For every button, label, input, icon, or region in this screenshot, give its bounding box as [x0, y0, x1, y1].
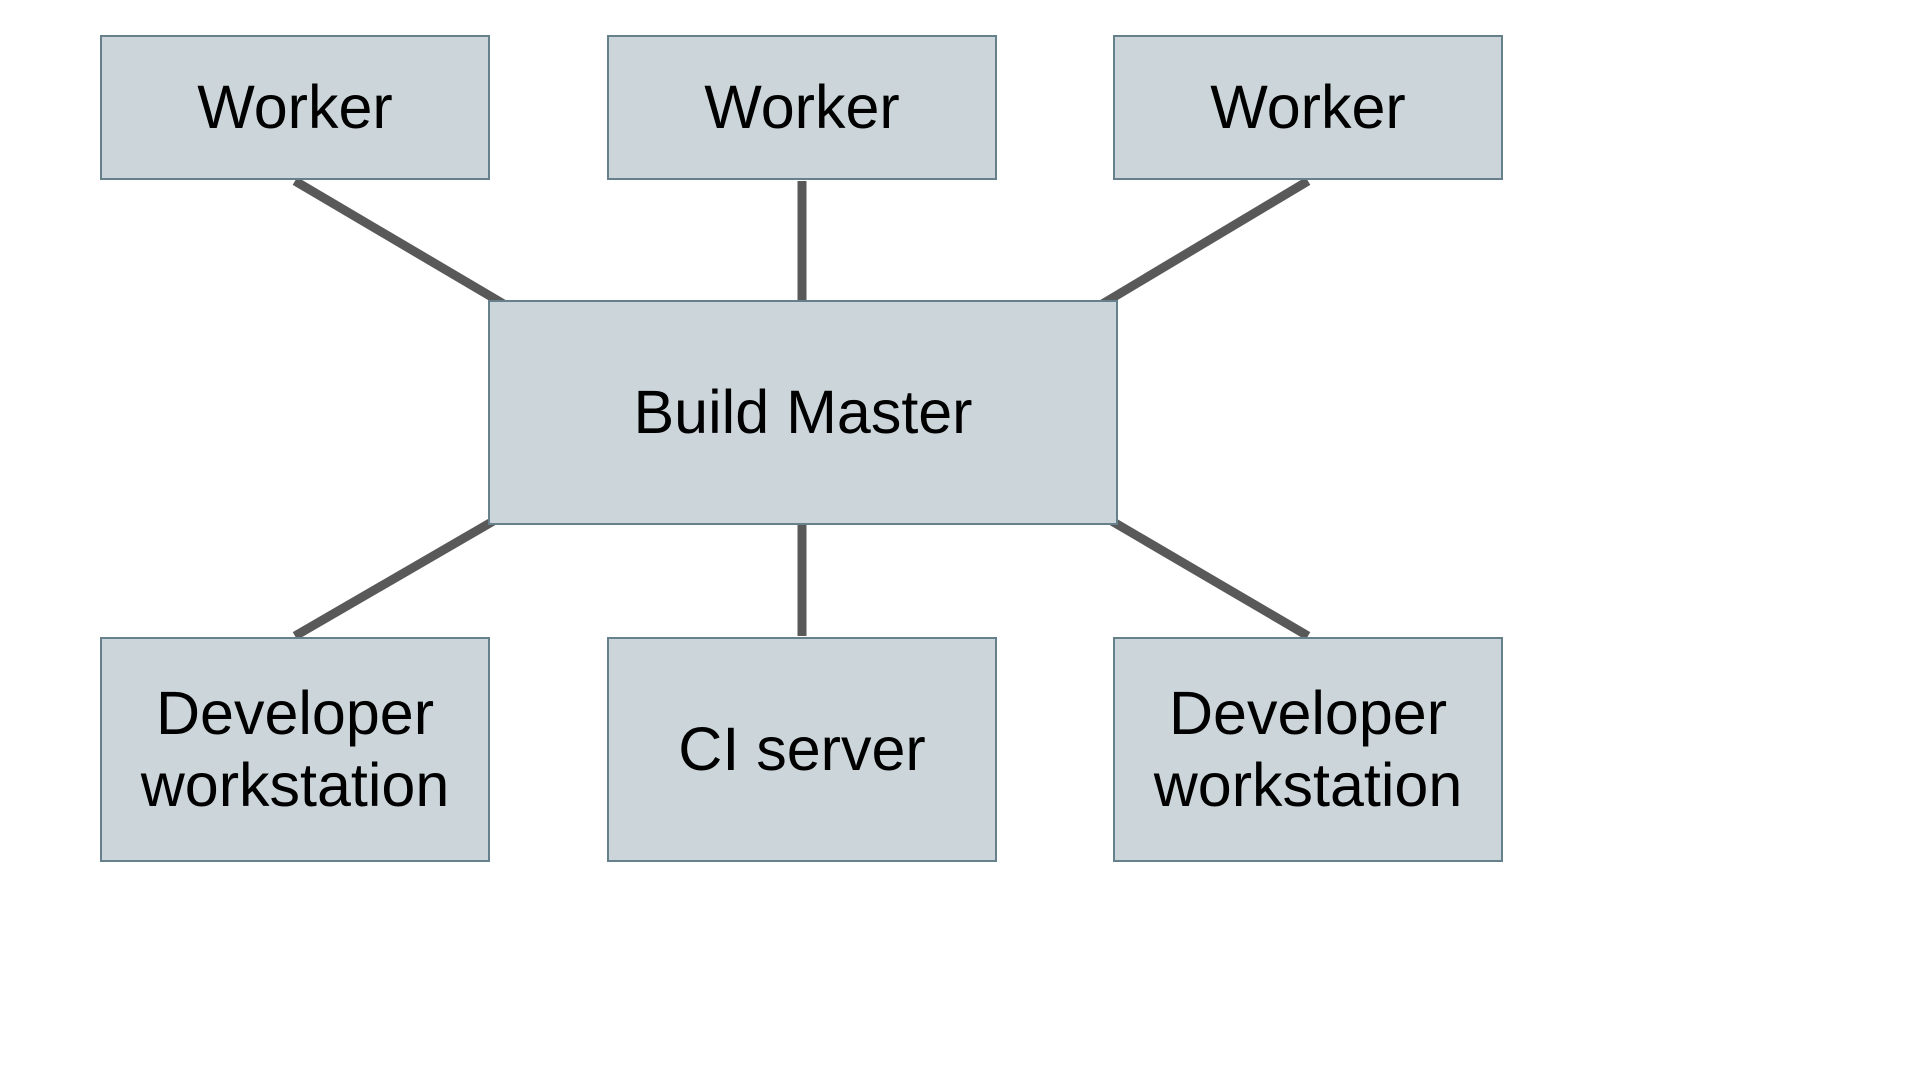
node-build-master[interactable]: Build Master [488, 300, 1118, 525]
node-developer-workstation-2-label: Developer workstation [1153, 678, 1463, 819]
node-worker-3[interactable]: Worker [1113, 35, 1503, 180]
node-developer-workstation-1[interactable]: Developer workstation [100, 637, 490, 862]
node-worker-1[interactable]: Worker [100, 35, 490, 180]
node-build-master-label: Build Master [633, 377, 973, 446]
node-ci-server[interactable]: CI server [607, 637, 997, 862]
node-worker-3-label: Worker [1210, 72, 1406, 141]
node-developer-workstation-2[interactable]: Developer workstation [1113, 637, 1503, 862]
node-developer-workstation-1-label: Developer workstation [140, 678, 450, 819]
node-ci-server-label: CI server [678, 714, 926, 783]
node-worker-2[interactable]: Worker [607, 35, 997, 180]
node-worker-2-label: Worker [704, 72, 900, 141]
node-worker-1-label: Worker [197, 72, 393, 141]
